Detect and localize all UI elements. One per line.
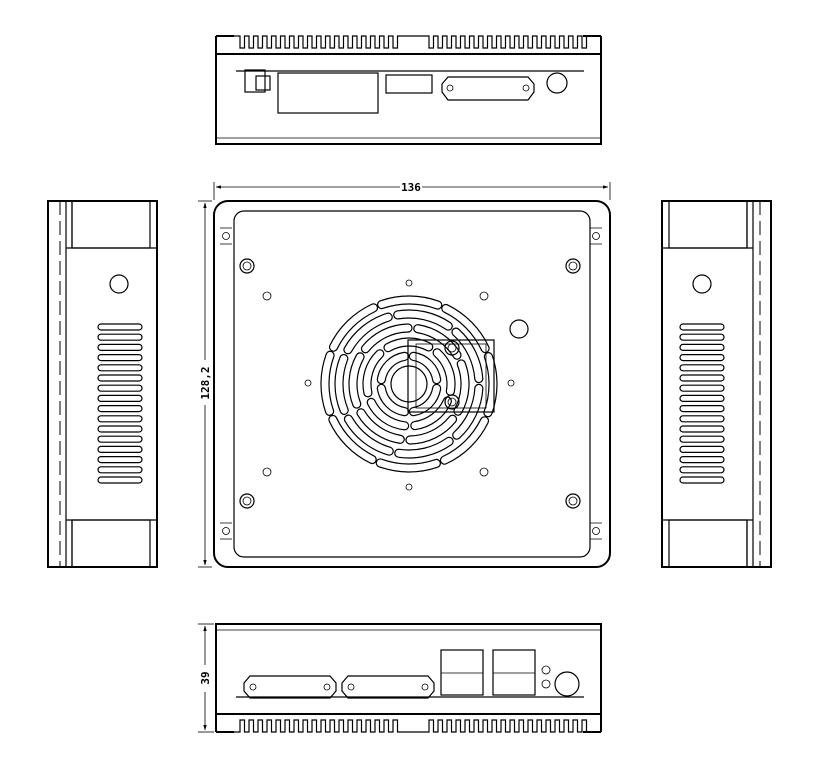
vent-slot	[97, 445, 143, 453]
vent-slot	[679, 425, 725, 433]
serial-port-1	[243, 675, 337, 699]
hdd-bracket	[407, 339, 495, 413]
fan-slot	[343, 414, 394, 456]
fan-grille	[320, 295, 498, 473]
vent-slot	[679, 476, 725, 484]
fan-slot	[405, 414, 458, 445]
fan-slot	[348, 352, 365, 409]
depth-dimension: 128,2	[199, 366, 212, 399]
vent-slot	[97, 476, 143, 484]
led-indicator	[541, 665, 551, 675]
vent-slot	[97, 343, 143, 351]
vent-slot	[97, 354, 143, 362]
fan-slot	[366, 397, 410, 431]
vent-slot	[97, 384, 143, 392]
fan-slot	[360, 323, 413, 354]
fan-slot	[328, 303, 379, 352]
fan-slot	[375, 458, 441, 473]
fan-slot	[376, 351, 410, 385]
corner-screws	[239, 258, 581, 509]
lan-port-1	[440, 649, 484, 696]
heatsink-fins-bottom	[234, 719, 591, 733]
power-button	[554, 671, 580, 697]
vent-slot	[97, 405, 143, 413]
vent-slot	[679, 435, 725, 443]
side-hole	[692, 274, 712, 294]
side-notches	[220, 227, 602, 540]
fan-slot	[328, 414, 377, 465]
fan-slot	[452, 383, 484, 440]
module-slot	[277, 72, 379, 114]
vent-slot	[97, 466, 143, 474]
lan-port-2	[492, 649, 536, 696]
top-plate-inner-rim	[233, 210, 591, 558]
vent-slot	[97, 323, 143, 331]
serial-port-2	[341, 675, 435, 699]
vent-slot	[97, 456, 143, 464]
fan-slot	[377, 295, 443, 310]
fan-slot	[343, 312, 393, 355]
fan-slot	[408, 351, 442, 385]
left-side-outline	[47, 200, 158, 568]
fan-slot	[320, 350, 335, 416]
vent-slot	[679, 384, 725, 392]
fan-slot	[441, 303, 490, 354]
width-dimension: 136	[401, 181, 421, 194]
vent-slot	[97, 425, 143, 433]
heatsink-fins-top	[234, 35, 591, 49]
vent-slot	[97, 374, 143, 382]
vent-slot	[679, 333, 725, 341]
fan-slot	[393, 309, 453, 331]
vent-slot	[679, 323, 725, 331]
vent-slot	[679, 466, 725, 474]
fan-slot	[413, 324, 462, 360]
fan-slot	[451, 327, 484, 384]
vent-slot	[679, 445, 725, 453]
vent-slot	[679, 364, 725, 372]
right-side-outline	[661, 200, 772, 568]
fan-slot	[362, 349, 385, 398]
power-connector	[244, 69, 266, 93]
front-panel-outline	[215, 623, 602, 715]
fan-slot	[483, 352, 498, 418]
left-side-view	[47, 200, 158, 568]
vesa-holes	[262, 279, 529, 491]
fan-slot	[439, 416, 490, 465]
vent-slot	[679, 415, 725, 423]
vga-port	[441, 76, 535, 101]
vent-slot	[97, 333, 143, 341]
side-vents-right	[679, 323, 725, 484]
led-indicator	[541, 679, 551, 689]
side-hole	[109, 274, 129, 294]
fan-hub	[390, 365, 428, 403]
vent-slot	[679, 405, 725, 413]
vent-slot	[679, 354, 725, 362]
side-vents-left	[97, 323, 143, 484]
vent-slot	[97, 435, 143, 443]
height-dimension: 39	[199, 671, 212, 684]
vent-slot	[679, 374, 725, 382]
top-plate-view: 136 128,2	[198, 181, 611, 568]
fan-slot	[394, 436, 454, 459]
vent-slot	[679, 394, 725, 402]
vent-slot	[97, 415, 143, 423]
fan-slot	[356, 408, 405, 444]
rear-panel-outline	[215, 53, 602, 145]
fan-slot	[383, 337, 434, 353]
hdmi-port	[385, 74, 433, 94]
top-plate-outline	[213, 200, 611, 568]
vent-slot	[97, 394, 143, 402]
fan-slot	[432, 348, 456, 396]
right-side-view	[661, 200, 772, 568]
fan-slot	[453, 359, 470, 416]
fan-slot	[408, 383, 442, 417]
vent-slot	[679, 456, 725, 464]
rear-panel-view	[215, 35, 602, 145]
fan-slot	[334, 354, 349, 415]
front-panel-view: 39	[198, 623, 602, 733]
vent-slot	[679, 343, 725, 351]
vent-slot	[97, 364, 143, 372]
power-button	[546, 72, 568, 94]
